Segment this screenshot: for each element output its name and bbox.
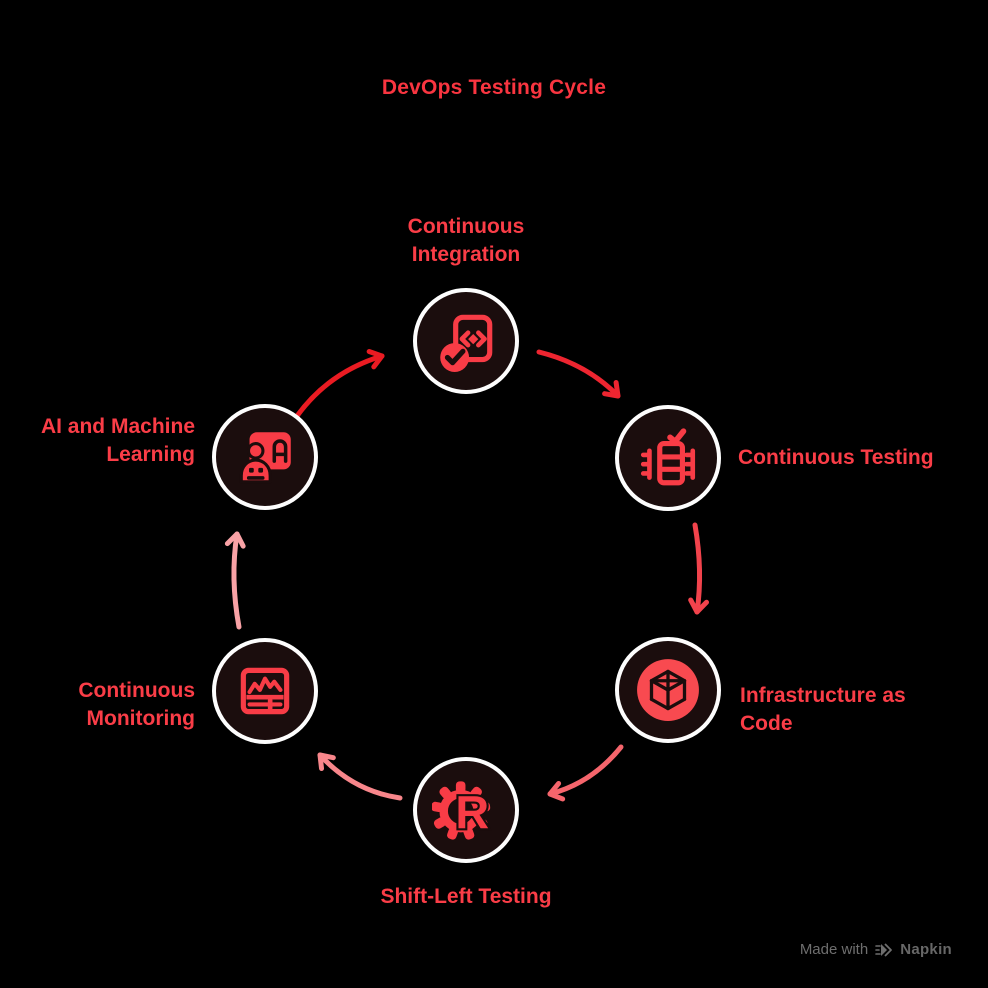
node-infrastructure-as-code: [615, 637, 721, 743]
watermark: Made with Napkin: [800, 941, 952, 958]
arrow-ai-to-ci: [294, 349, 385, 419]
node-continuous-monitoring: [212, 638, 318, 744]
node-continuous-testing: [615, 405, 721, 511]
arrow-iac-to-sl: [547, 744, 624, 802]
test-suite-checklist-icon: [640, 428, 696, 486]
arrow-cm-to-ai: [224, 531, 246, 630]
napkin-logo-icon: [875, 942, 893, 957]
node-shift-left-testing: R: [413, 757, 519, 863]
page-title: DevOps Testing Cycle: [381, 76, 607, 99]
gear-r-icon: R: [432, 781, 491, 840]
node-label-continuous-integration: Continuous Integration: [407, 215, 525, 266]
node-label-infrastructure-as-code: Infrastructure as Code: [740, 684, 906, 735]
arrow-ct-to-iac: [688, 522, 710, 615]
file-code-check-icon: [440, 314, 493, 372]
node-ai-and-machine-learning: [212, 404, 318, 510]
watermark-brand: Napkin: [900, 941, 952, 958]
node-label-continuous-monitoring: Continuous Monitoring: [78, 679, 195, 730]
node-label-continuous-testing: Continuous Testing: [738, 446, 934, 469]
monitor-waveform-icon: [240, 667, 290, 715]
watermark-made-with: Made with: [799, 941, 869, 958]
node-label-shift-left-testing: Shift-Left Testing: [380, 885, 552, 908]
node-continuous-integration: [413, 288, 519, 394]
ai-robot-card-icon: [239, 432, 291, 484]
arrow-sl-to-cm: [317, 752, 403, 801]
arrow-ci-to-ct: [536, 349, 621, 399]
node-label-ai-and-machine-learning: AI and Machine Learning: [40, 415, 195, 466]
wireframe-cube-icon: [637, 659, 699, 721]
svg-text:R: R: [455, 786, 489, 838]
